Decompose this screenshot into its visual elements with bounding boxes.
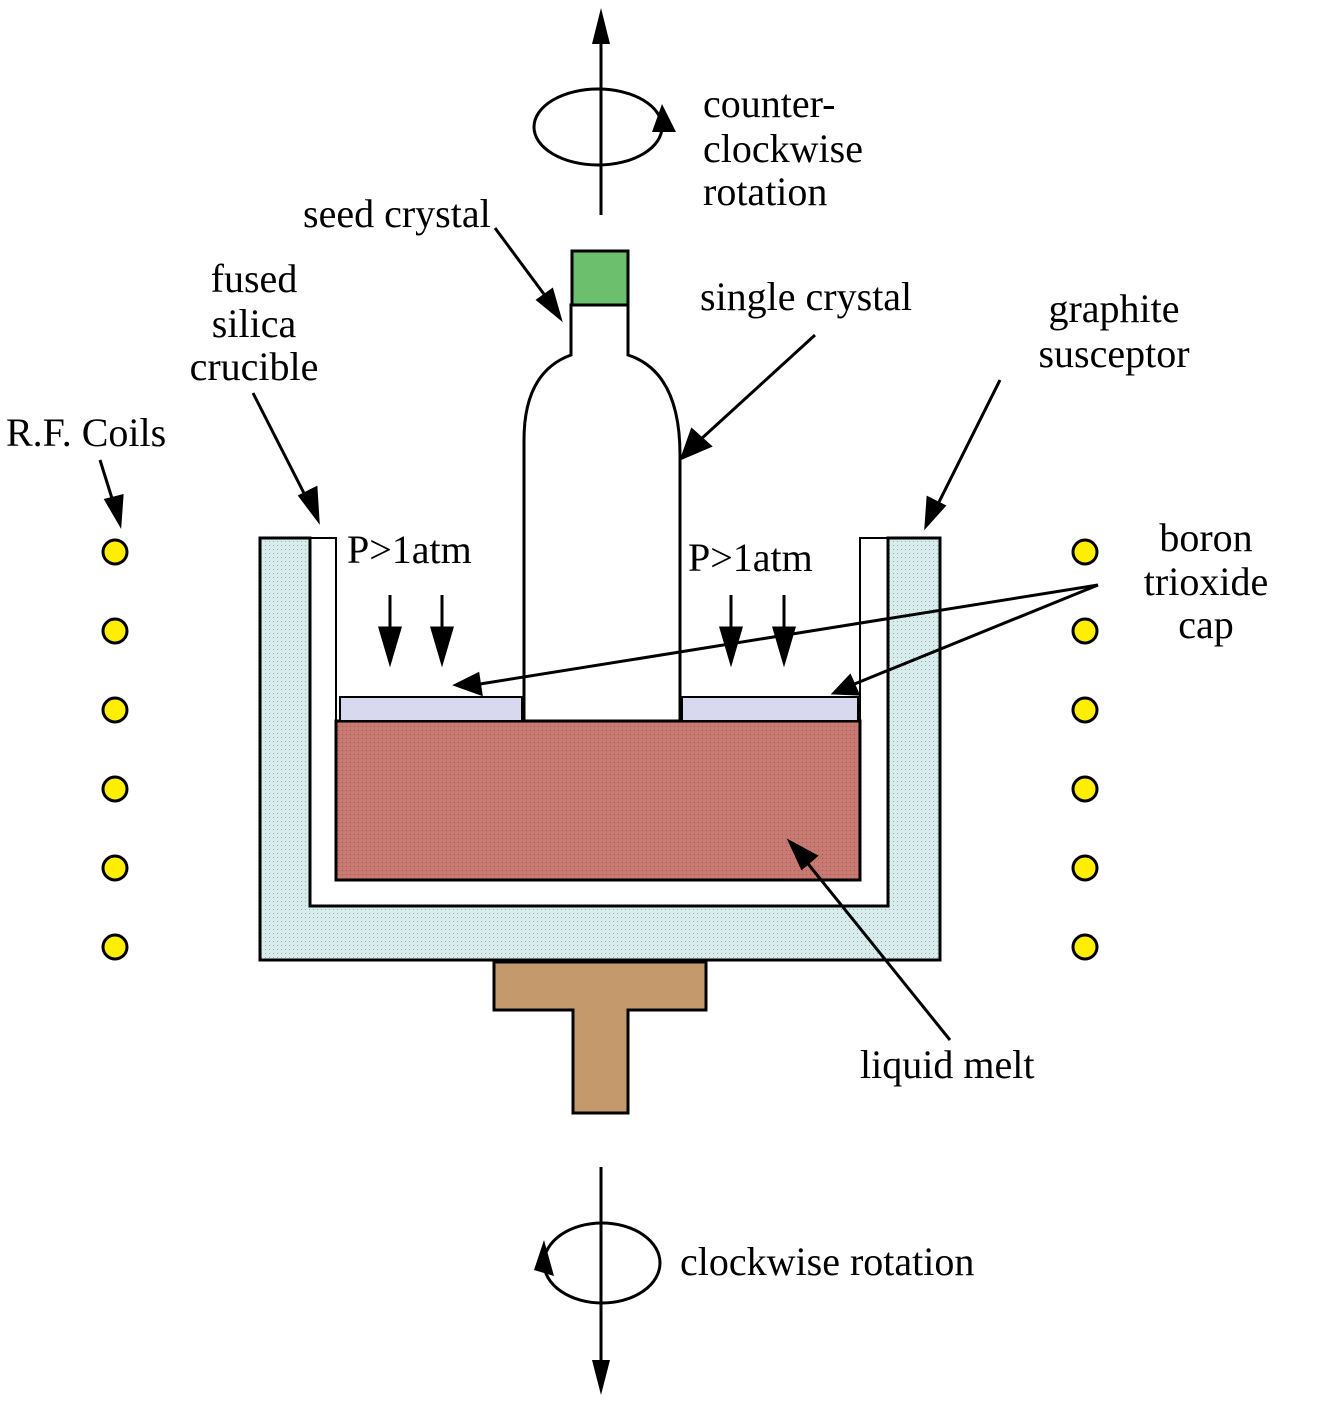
label-counter-line-1: counter- bbox=[703, 81, 835, 126]
label-graphite-line-2: susceptor bbox=[1038, 331, 1189, 376]
coil-icon bbox=[101, 617, 129, 645]
coil-icon bbox=[1071, 933, 1099, 961]
label-clockwise-rotation: clockwise rotation bbox=[680, 1239, 974, 1284]
coil-icon bbox=[101, 538, 129, 566]
label-boron-line-3: cap bbox=[1178, 602, 1234, 647]
coil-icon bbox=[101, 775, 129, 803]
label-fused-line-1: fused bbox=[211, 256, 298, 301]
coil-icon bbox=[1071, 617, 1099, 645]
label-counter-line-2: clockwise bbox=[703, 126, 863, 171]
label-graphite-line-1: graphite bbox=[1048, 286, 1179, 331]
label-fused-line-2: silica bbox=[212, 301, 297, 346]
seed-crystal bbox=[570, 249, 630, 307]
counter-rotation-loop-icon bbox=[532, 87, 664, 167]
coil-icon bbox=[1071, 538, 1099, 566]
boron-cap-right bbox=[681, 696, 859, 722]
bottom-shaft bbox=[534, 1167, 662, 1395]
coil-icon bbox=[1071, 696, 1099, 724]
counter-rotation-arrowhead-icon bbox=[652, 104, 676, 132]
label-boron-line-1: boron bbox=[1159, 515, 1252, 560]
label-seed-crystal: seed crystal bbox=[303, 191, 491, 236]
top-shaft bbox=[532, 8, 676, 215]
label-liquid-melt: liquid melt bbox=[860, 1042, 1034, 1087]
pedestal bbox=[492, 960, 708, 1115]
single-crystal bbox=[522, 303, 682, 723]
liquid-melt bbox=[334, 719, 862, 882]
coil-icon bbox=[101, 854, 129, 882]
coil-icon bbox=[1071, 854, 1099, 882]
label-rf-coils: R.F. Coils bbox=[6, 410, 166, 455]
down-arrow-icon bbox=[377, 626, 403, 668]
coil-icon bbox=[1071, 775, 1099, 803]
coil-icon bbox=[101, 696, 129, 724]
clockwise-rotation-arrowhead-icon bbox=[534, 1240, 554, 1276]
rf-coils-right bbox=[1071, 538, 1099, 961]
rf-coils-left bbox=[101, 538, 129, 961]
label-boron-line-2: trioxide bbox=[1144, 559, 1268, 604]
label-pressure-right: P>1atm bbox=[688, 535, 813, 580]
leader-lines bbox=[98, 227, 1099, 1041]
label-fused-line-3: crucible bbox=[190, 344, 319, 389]
down-arrow-icon bbox=[429, 626, 455, 668]
label-single-crystal: single crystal bbox=[700, 274, 912, 319]
label-pressure-left: P>1atm bbox=[347, 527, 472, 572]
coil-icon bbox=[101, 933, 129, 961]
label-counter-line-3: rotation bbox=[703, 169, 827, 214]
boron-cap-left bbox=[339, 696, 523, 722]
